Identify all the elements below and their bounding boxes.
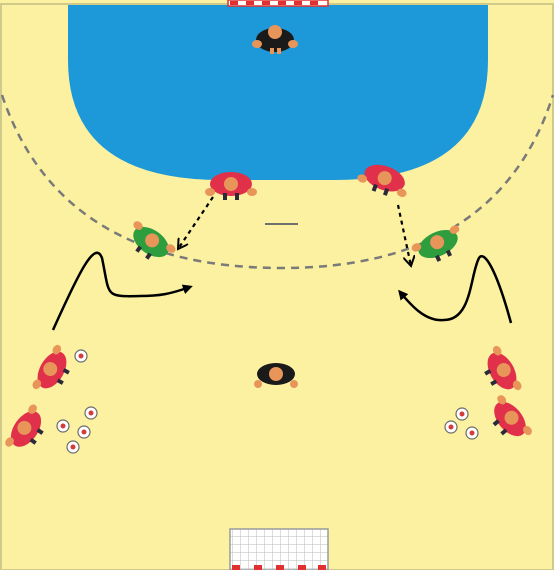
top-goal — [228, 0, 328, 6]
ball-icon — [456, 408, 468, 420]
ball-icon — [445, 421, 457, 433]
ball-icon — [85, 407, 97, 419]
ball-icon — [75, 350, 87, 362]
ball-icon — [78, 426, 90, 438]
ball-icon — [57, 420, 69, 432]
ball-icon — [466, 427, 478, 439]
bottom-goal — [230, 529, 328, 570]
ball-icon — [67, 441, 79, 453]
